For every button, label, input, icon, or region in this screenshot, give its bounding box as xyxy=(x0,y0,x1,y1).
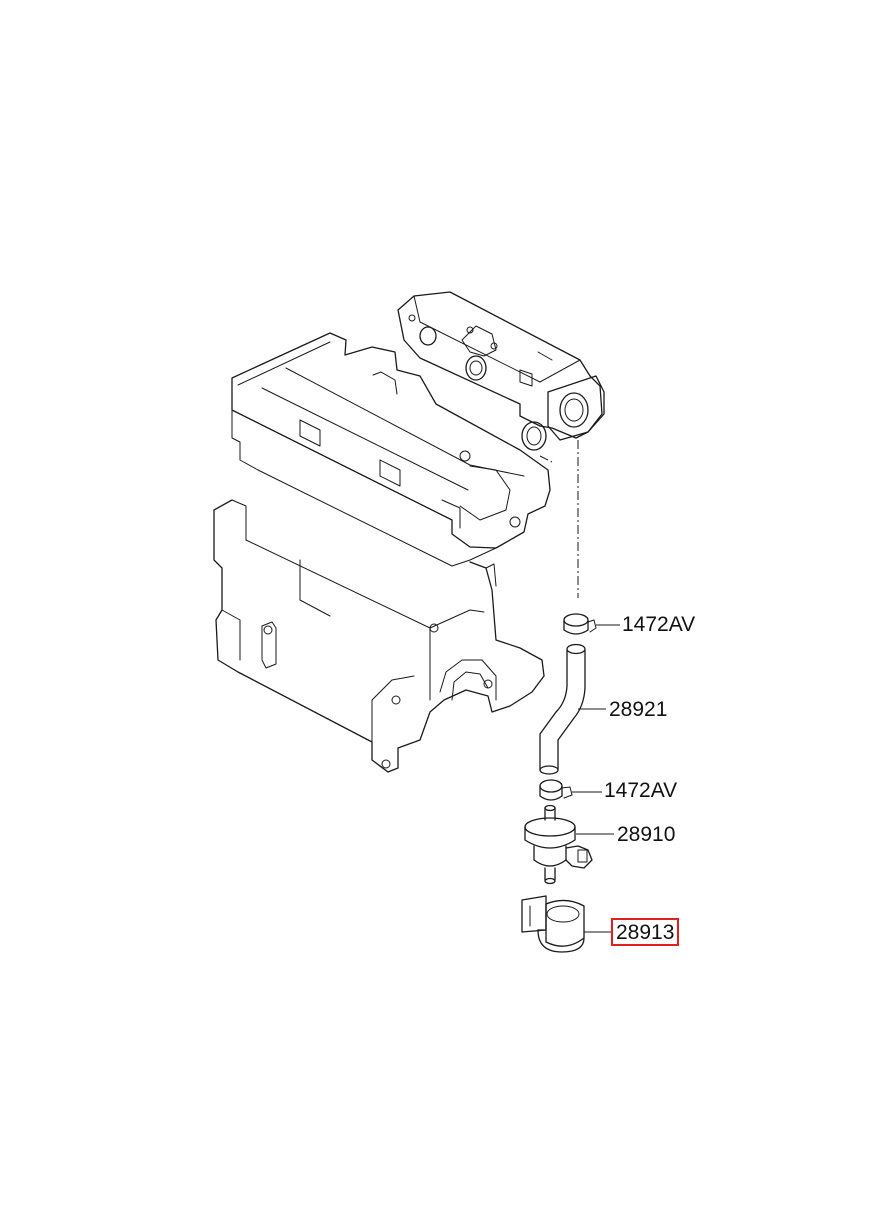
part-label-hose[interactable]: 28921 xyxy=(609,698,668,721)
intake-manifold xyxy=(397,291,605,451)
part-label-clamp-upper[interactable]: 1472AV xyxy=(622,613,696,636)
part-label-valve[interactable]: 28910 xyxy=(617,823,676,846)
valve xyxy=(524,804,593,885)
part-label-clamp-lower[interactable]: 1472AV xyxy=(604,779,678,802)
alignment-line-2 xyxy=(539,455,553,463)
hose-clamp-upper xyxy=(563,613,597,635)
valve-bracket xyxy=(521,895,585,953)
part-label-bracket[interactable]: 28913 xyxy=(611,918,680,946)
engine-block xyxy=(213,332,551,773)
hose xyxy=(539,643,586,775)
hose-clamp-lower xyxy=(539,779,573,801)
